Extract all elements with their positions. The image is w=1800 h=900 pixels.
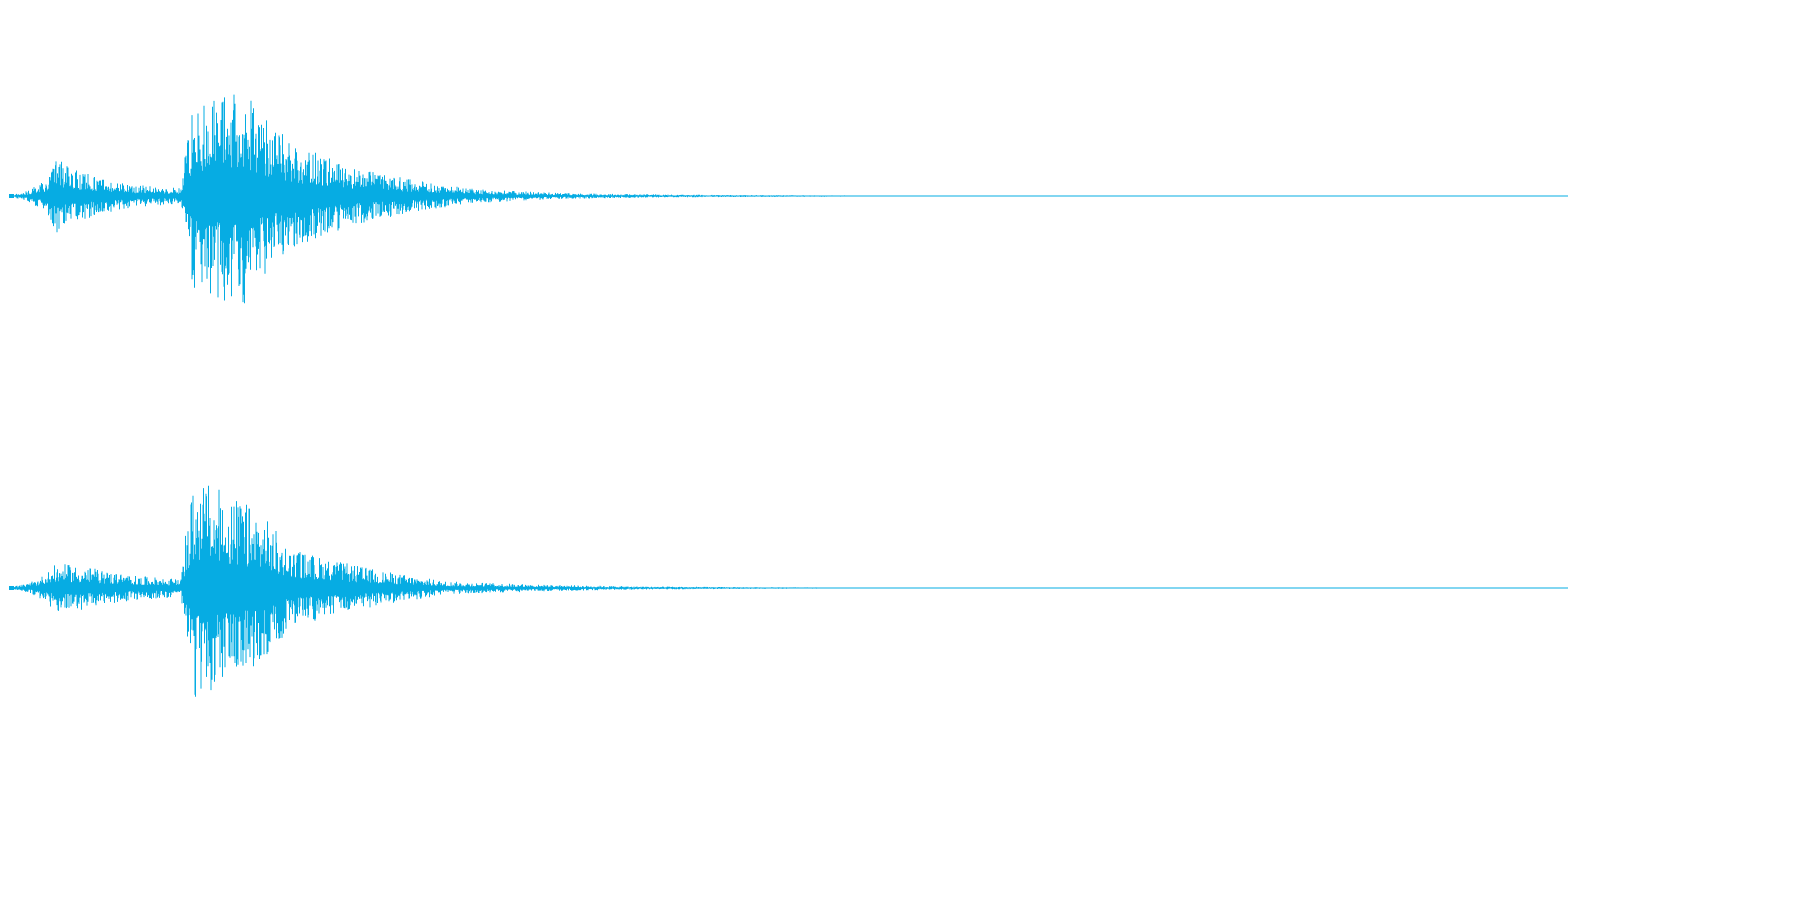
waveform-samples [9, 94, 938, 304]
waveform-samples [9, 485, 905, 697]
waveform-channel-bottom [9, 485, 1568, 697]
waveform-channel-top [9, 94, 1568, 304]
waveform-chart [9, 94, 1568, 697]
